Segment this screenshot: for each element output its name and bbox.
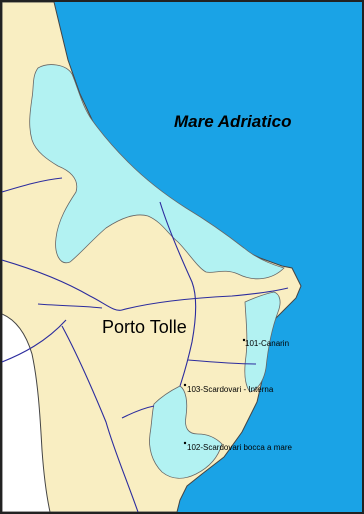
road-1	[2, 177, 63, 193]
lagoon-scardovari	[149, 385, 223, 479]
station-label-101: 101-Canarin	[245, 339, 289, 348]
station-marker-102[interactable]: 102-Scardovari bocca a mare	[183, 441, 293, 452]
lagoons	[29, 64, 285, 479]
road-6	[187, 359, 257, 365]
road-7	[121, 405, 155, 419]
sea-label: Mare Adriatico	[174, 112, 291, 131]
lagoon-north	[29, 64, 285, 280]
white-patch	[2, 313, 51, 512]
station-dot	[183, 383, 187, 387]
road-3	[2, 319, 67, 363]
road-5	[159, 201, 197, 387]
road-8	[61, 325, 139, 512]
station-marker-103[interactable]: 103-Scardovari - Interna	[183, 383, 274, 394]
station-marker-101[interactable]: 101-Canarin	[242, 338, 289, 348]
road-2	[2, 259, 289, 311]
station-markers: 101-Canarin 103-Scardovari - Interna 102…	[183, 338, 293, 452]
station-dot	[183, 441, 187, 445]
lagoon-canarin	[244, 291, 281, 393]
station-label-102: 102-Scardovari bocca a mare	[187, 443, 292, 452]
town-label: Porto Tolle	[102, 317, 187, 337]
road-4	[37, 303, 103, 309]
station-label-103: 103-Scardovari - Interna	[187, 385, 274, 394]
station-dot	[242, 338, 246, 342]
roads	[2, 177, 289, 512]
